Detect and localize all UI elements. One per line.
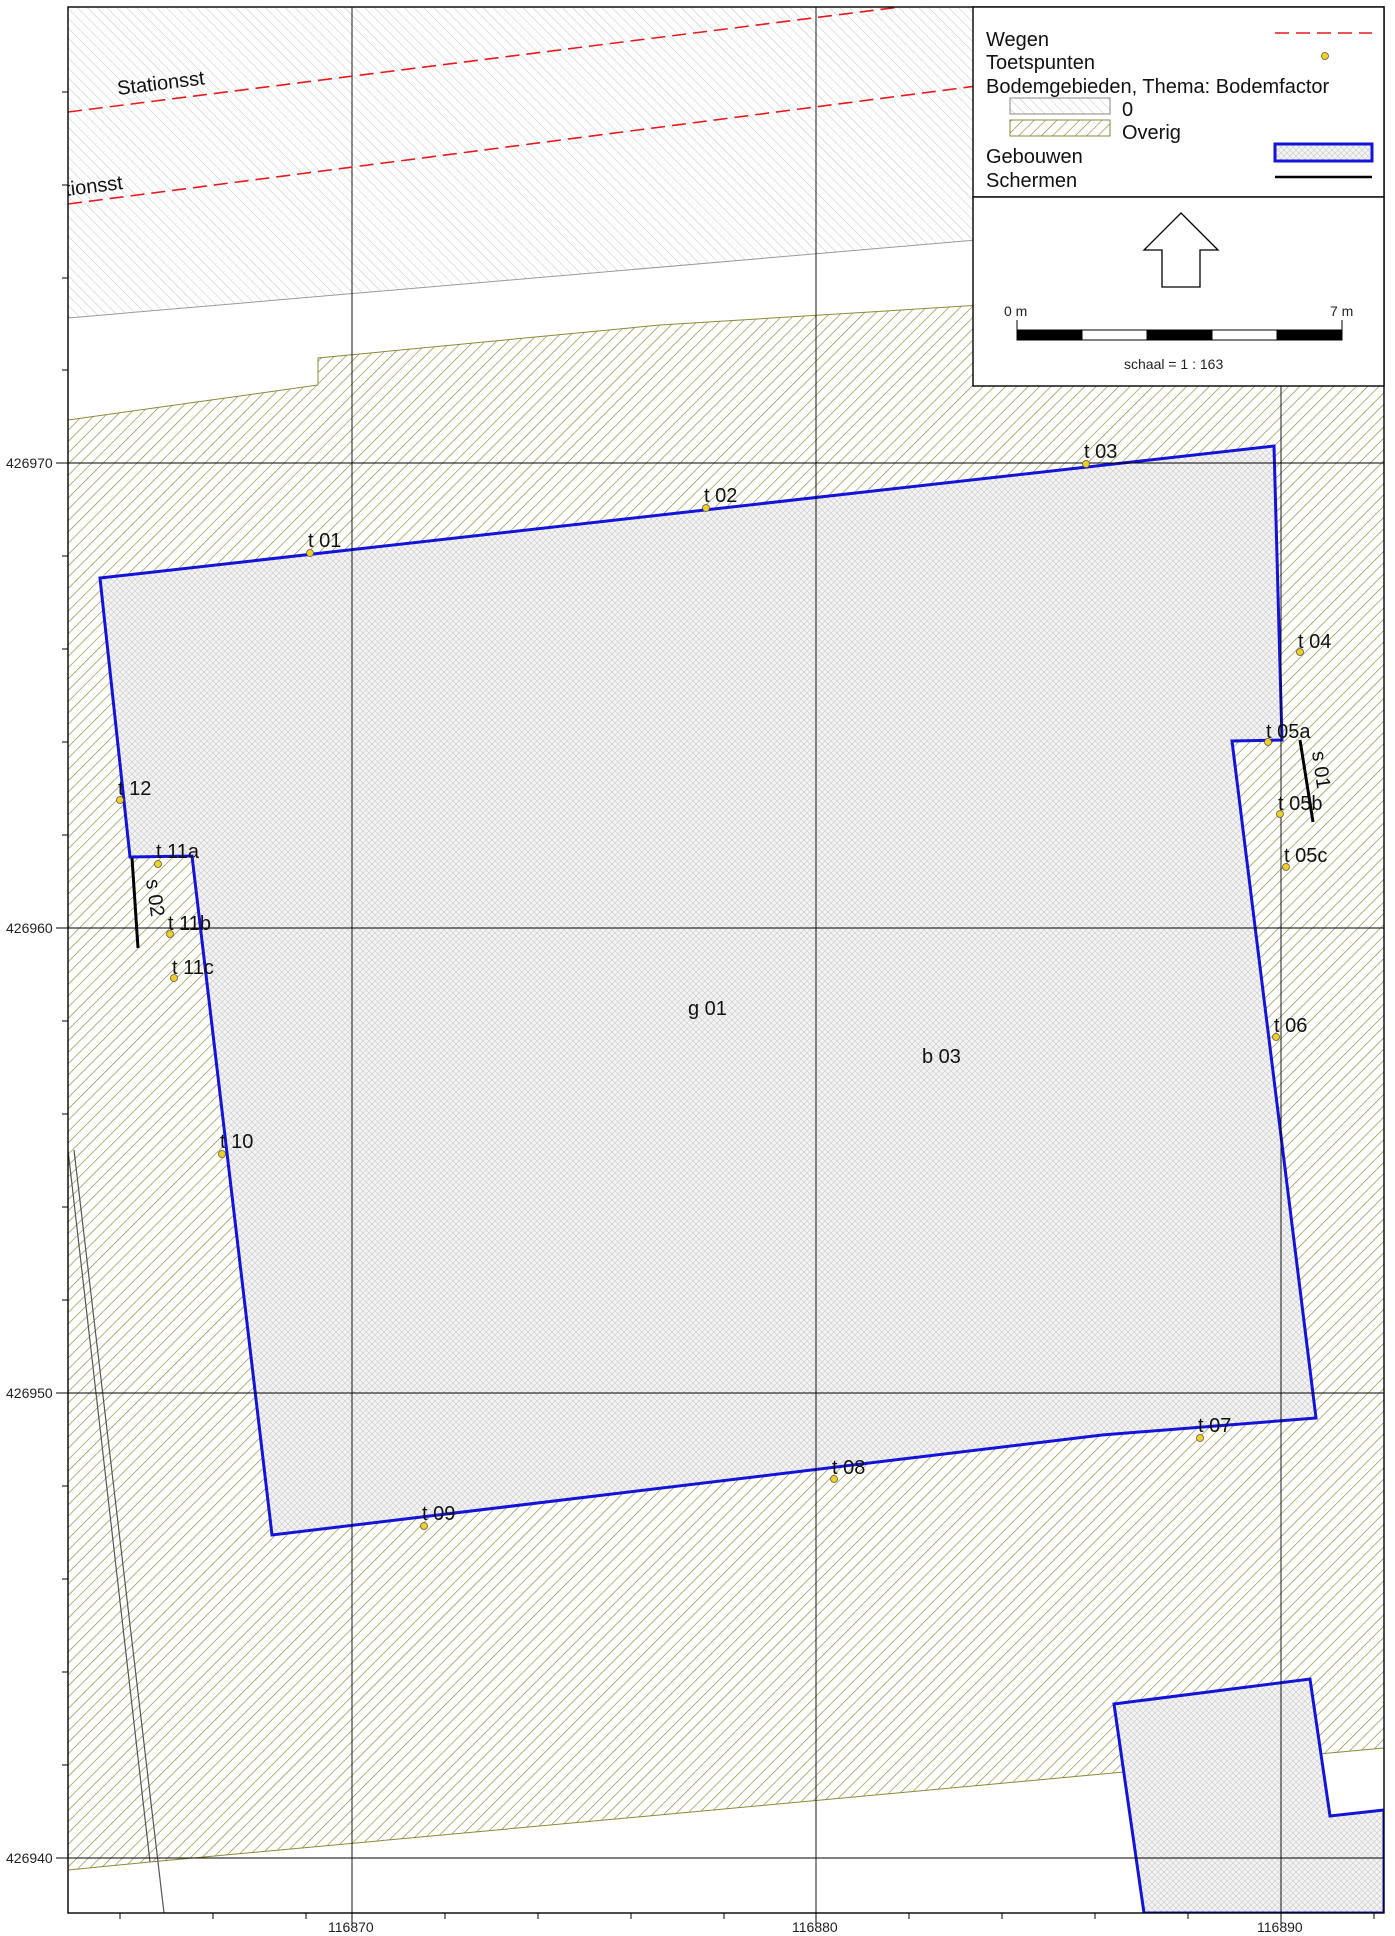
svg-text:t 11a: t 11a: [156, 841, 200, 863]
y-axis: [56, 91, 68, 1859]
frame-border: [67, 6, 1385, 1914]
svg-text:t 04: t 04: [1298, 631, 1331, 653]
building-b03: [98, 444, 1318, 1537]
ground-edge-line: [73, 1149, 165, 1913]
test-point: t 10: [218, 1131, 253, 1158]
scale-ratio: schaal = 1 : 163: [1124, 356, 1223, 372]
test-point: t 08: [830, 1457, 865, 1483]
test-points: t 01 t 02 t 03 t 04 t 05a t 05b t 05c t …: [116, 441, 1331, 1530]
legend-bodem-title: Bodemgebieden, Thema: Bodemfactor: [986, 76, 1330, 98]
svg-text:t 06: t 06: [1274, 1015, 1307, 1037]
legend-gebouwen: Gebouwen: [986, 146, 1083, 168]
road-line: [68, 69, 1101, 205]
road-line: [68, 7, 901, 113]
test-point: t 04: [1296, 631, 1331, 656]
svg-text:t 09: t 09: [422, 1503, 455, 1525]
test-point: t 12: [116, 778, 151, 804]
test-point: t 06: [1272, 1015, 1307, 1041]
scalebar-start: 0 m: [1004, 303, 1027, 319]
screen-label: s 02: [141, 878, 168, 919]
test-point: t 11b: [166, 913, 211, 938]
scalebar: [1016, 329, 1343, 341]
y-tick-label: 426950: [6, 1385, 53, 1401]
north-scale-panel: 0 m 7 m schaal = 1 : 163: [972, 196, 1385, 387]
legend-toetspunten: Toetspunten: [986, 52, 1095, 74]
legend-bodem-overig: Overig: [1122, 122, 1181, 144]
legend-point-swatch: [1321, 52, 1329, 60]
svg-text:t 08: t 08: [832, 1457, 865, 1479]
north-arrow-icon: [1142, 212, 1220, 288]
screen-s02: [130, 857, 140, 949]
ground-edge-line: [68, 1149, 151, 1863]
x-tick-label: 116880: [792, 1919, 838, 1935]
test-point: t 11a: [154, 841, 200, 868]
svg-text:t 11b: t 11b: [168, 913, 211, 935]
x-tick-label: 116870: [328, 1919, 374, 1935]
building-label: b 03: [922, 1046, 961, 1068]
legend: Wegen Toetspunten Bodemgebieden, Thema: …: [972, 6, 1385, 198]
test-point: t 05a: [1264, 721, 1311, 746]
legend-overig-swatch: [1009, 119, 1111, 137]
ground-area-label: g 01: [688, 998, 727, 1020]
screen-label: s 01: [1307, 750, 1334, 791]
svg-text:t 05a: t 05a: [1266, 721, 1311, 743]
svg-text:t 11c: t 11c: [172, 957, 214, 979]
y-tick-label: 426970: [6, 455, 53, 471]
legend-wegen: Wegen: [986, 29, 1049, 51]
svg-text:t 05b: t 05b: [1278, 793, 1322, 815]
svg-text:t 02: t 02: [704, 485, 737, 507]
test-point: t 09: [420, 1503, 455, 1530]
y-tick-label: 426940: [6, 1850, 53, 1866]
legend-building-swatch: [1273, 142, 1374, 163]
svg-text:t 07: t 07: [1198, 1415, 1231, 1437]
svg-text:t 03: t 03: [1084, 441, 1117, 463]
x-tick-label: 116890: [1257, 1919, 1303, 1935]
svg-text:t 01: t 01: [308, 530, 341, 552]
test-point: t 05b: [1276, 793, 1322, 818]
x-axis: [119, 1913, 1375, 1925]
test-point: t 05c: [1282, 845, 1327, 871]
test-point: t 11c: [170, 957, 214, 982]
legend-bodem-zero: 0: [1122, 99, 1133, 121]
legend-schermen: Schermen: [986, 170, 1077, 192]
test-point: t 01: [306, 530, 341, 557]
svg-text:t 10: t 10: [220, 1131, 253, 1153]
screen-s01: [1298, 739, 1315, 823]
svg-text:t 12: t 12: [118, 778, 151, 800]
legend-zero-swatch: [1009, 97, 1111, 115]
building-secondary: [1112, 1677, 1384, 1913]
test-point: t 03: [1082, 441, 1117, 468]
scalebar-end: 7 m: [1330, 303, 1353, 319]
test-point: t 02: [702, 485, 737, 512]
test-point: t 07: [1196, 1415, 1231, 1442]
svg-text:t 05c: t 05c: [1284, 845, 1327, 867]
y-tick-label: 426960: [6, 920, 53, 936]
